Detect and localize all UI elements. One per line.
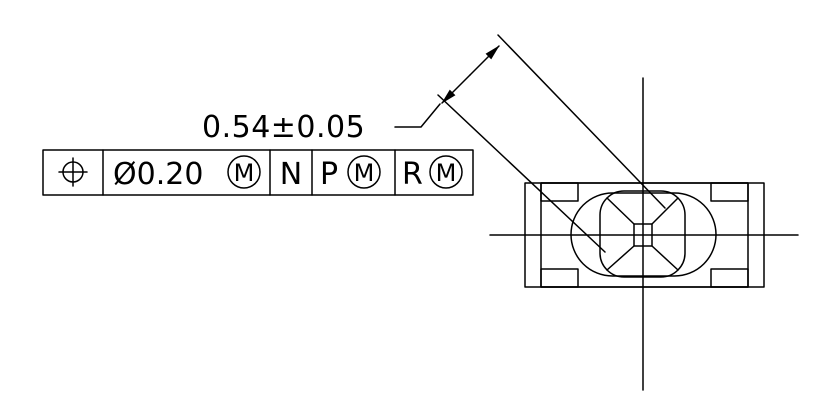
tolerance-value: Ø0.20	[113, 157, 203, 192]
diagonal-line	[651, 245, 679, 271]
dimension-leader	[394, 103, 441, 128]
mmc-modifier-icon: M	[429, 155, 463, 189]
mmc-modifier-icon: M	[347, 155, 381, 189]
mmc-modifier-letter: M	[354, 159, 375, 187]
position-icon	[58, 157, 88, 187]
part-inner-outline	[540, 182, 749, 288]
dimension-arrow-upper	[469, 45, 500, 76]
extension-line-upper	[497, 34, 666, 209]
corner-pad	[710, 182, 749, 202]
mmc-modifier-letter: M	[234, 159, 255, 187]
dimension-arrow-lower	[441, 74, 471, 104]
frame-outline	[42, 149, 474, 196]
datum-secondary: P	[320, 157, 338, 192]
dimension-text: 0.54±0.05	[202, 110, 365, 145]
corner-pad	[710, 268, 749, 288]
part-view	[489, 77, 799, 391]
diagonal-line	[651, 197, 679, 225]
corner-pad	[540, 268, 579, 288]
inner-square	[633, 223, 653, 247]
corner-pad	[540, 182, 579, 202]
mmc-modifier-icon: M	[227, 155, 261, 189]
datum-tertiary: R	[402, 157, 423, 192]
diagonal-line	[606, 245, 635, 271]
dimension-callout: 0.54±0.05	[202, 103, 441, 145]
extension-line-lower	[437, 94, 606, 253]
diagonal-line	[606, 197, 635, 225]
feature-control-frame: Ø0.20 M N P M R M	[42, 149, 474, 196]
rounded-square	[599, 190, 686, 278]
outer-slot	[570, 192, 717, 277]
mmc-modifier-letter: M	[436, 159, 457, 187]
datum-primary: N	[280, 157, 302, 192]
